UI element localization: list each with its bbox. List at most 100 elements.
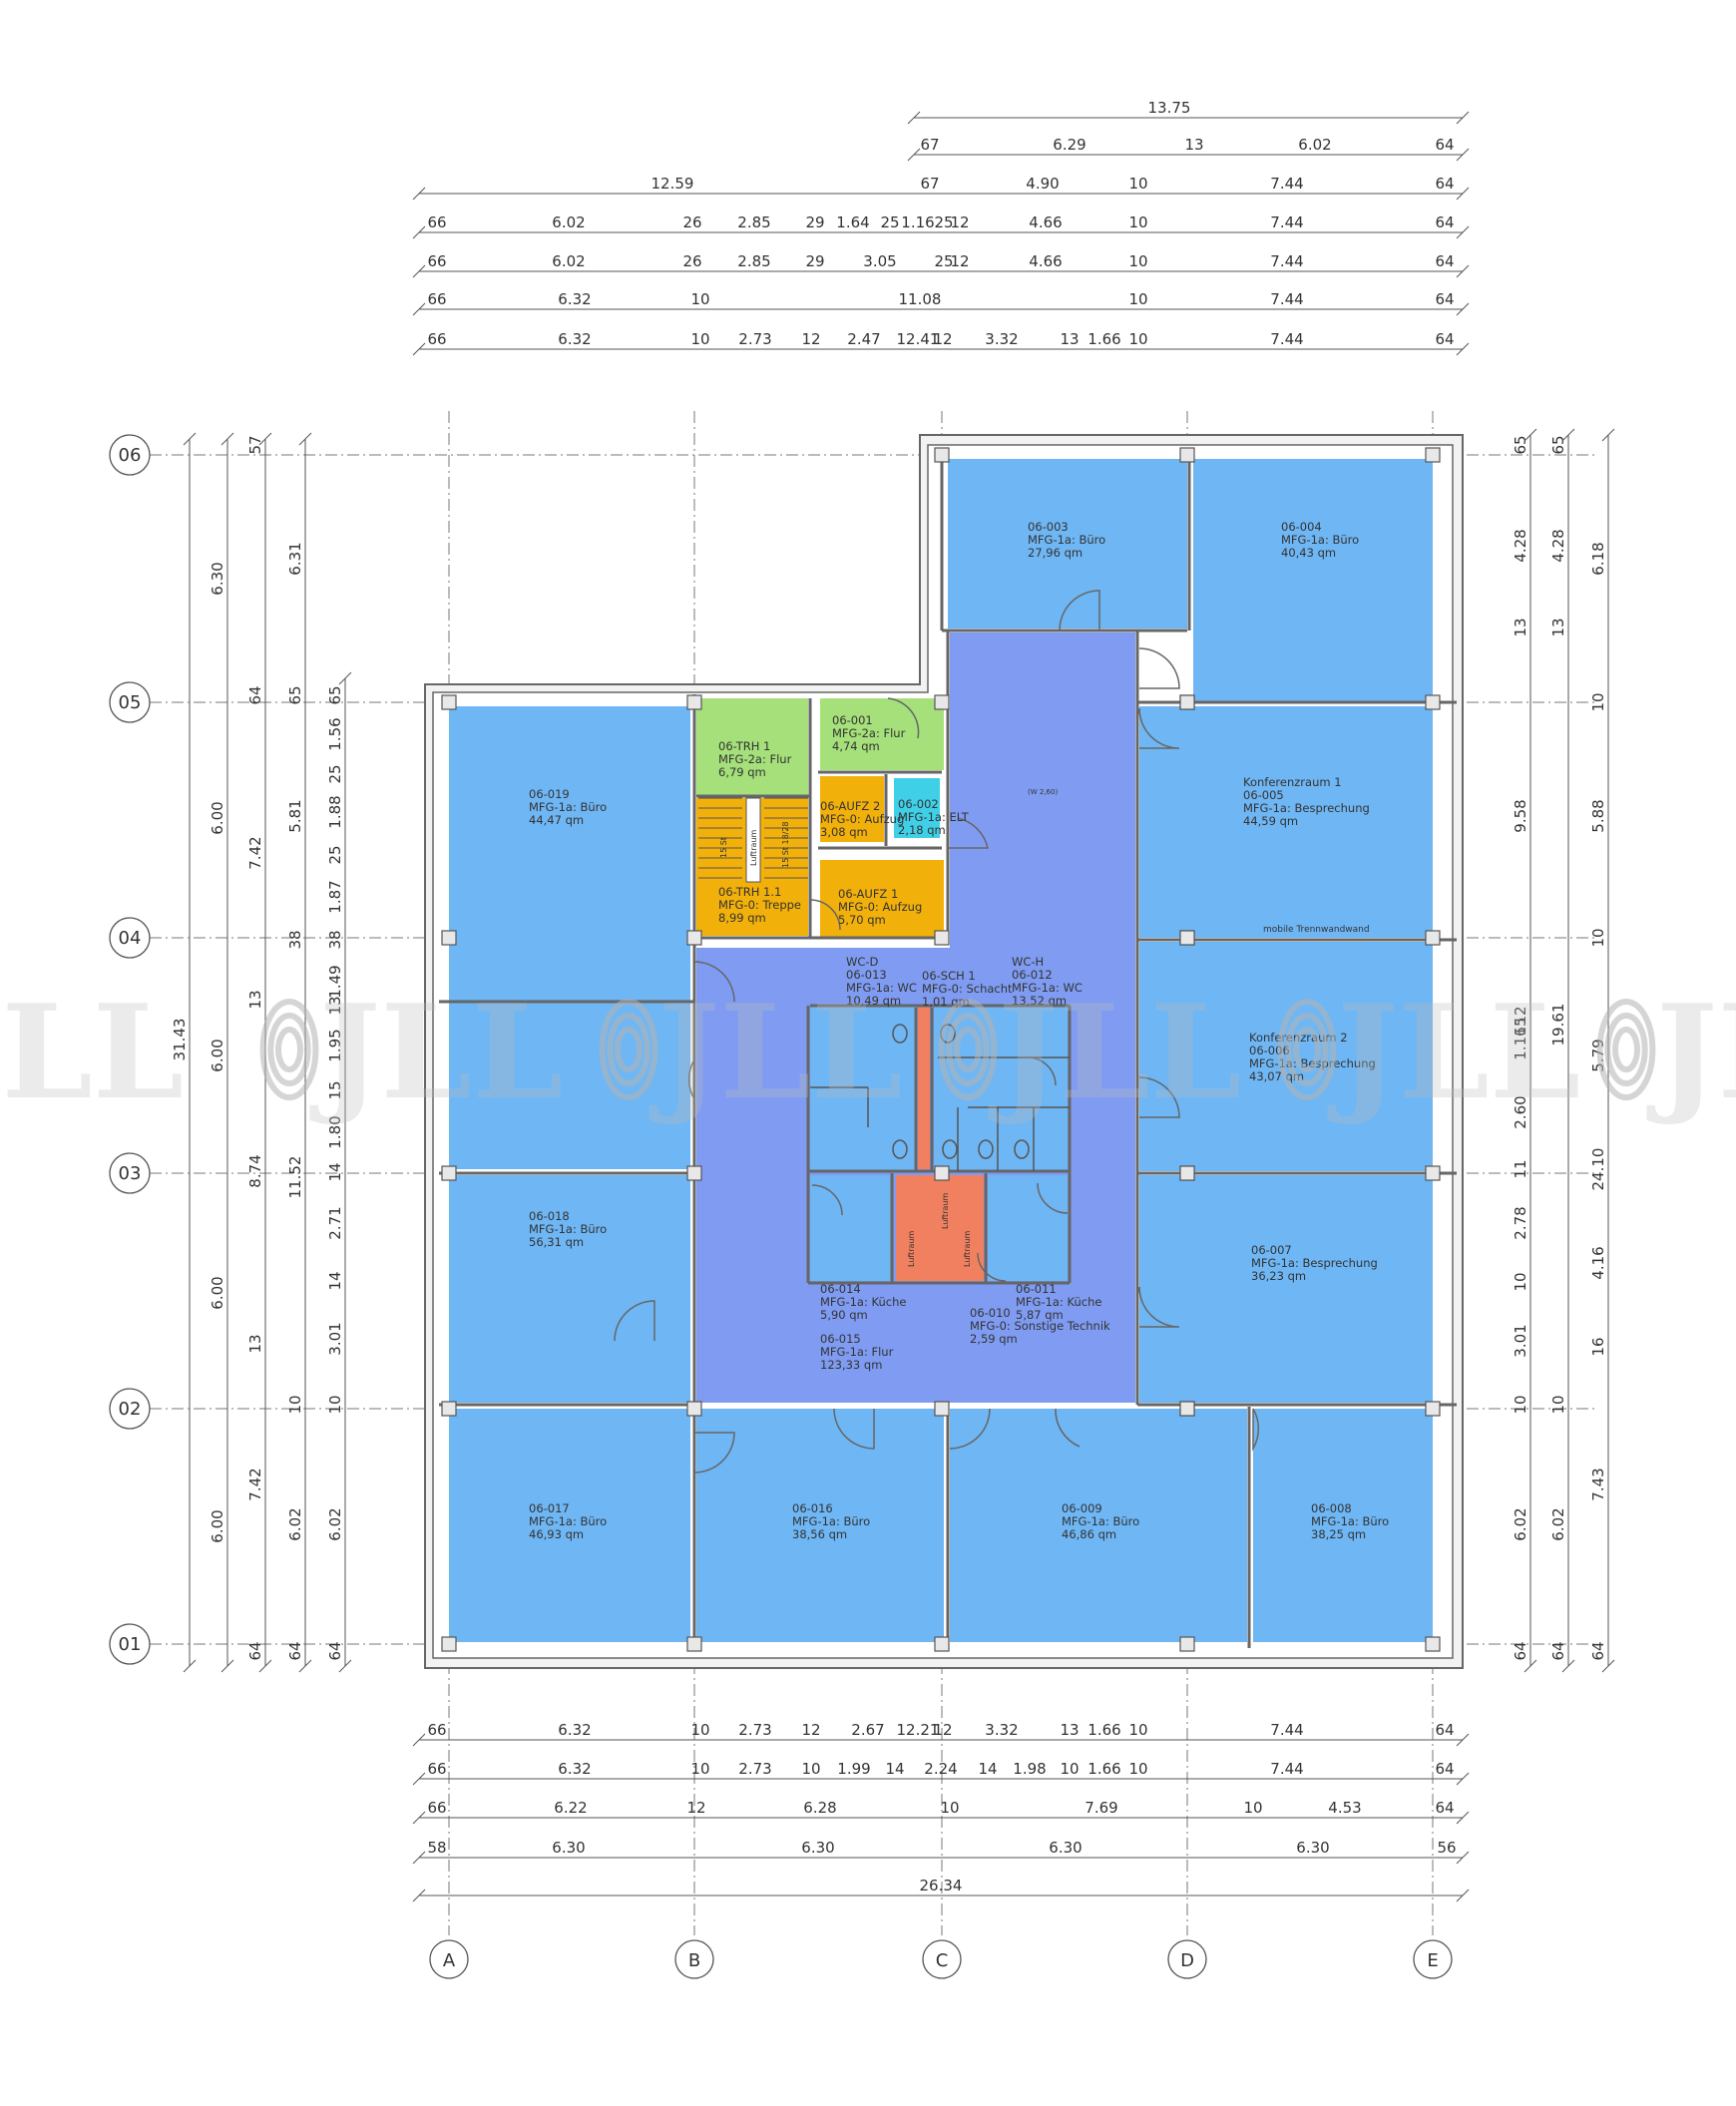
column bbox=[686, 930, 702, 946]
room-label-line: MFG-1a: Besprechung bbox=[1243, 801, 1370, 815]
dim-value: 13.75 bbox=[1148, 99, 1191, 117]
dim-value: 25 bbox=[326, 764, 344, 783]
dim-chain-top-0: 13.75 bbox=[907, 99, 1470, 125]
dim-value: 5.81 bbox=[286, 799, 304, 832]
dim-value: 4.53 bbox=[1328, 1799, 1361, 1817]
room-label-line: WC-D bbox=[846, 955, 879, 969]
room-06-004[interactable] bbox=[1193, 459, 1433, 702]
room-label-line: 06-SCH 1 bbox=[922, 969, 976, 983]
dim-value: 7.44 bbox=[1270, 252, 1303, 270]
room-label-line: MFG-0: Schacht bbox=[922, 982, 1013, 996]
dim-value: 2.85 bbox=[737, 252, 770, 270]
room-06-003[interactable] bbox=[948, 459, 1187, 629]
dim-value: 64 bbox=[326, 1641, 344, 1660]
dim-value: 2.73 bbox=[738, 1760, 771, 1778]
dim-value: 3.05 bbox=[863, 252, 896, 270]
dim-value: 31.43 bbox=[171, 1019, 189, 1061]
room-06-AUFZ-1[interactable] bbox=[820, 860, 944, 938]
axis-bubble-A: A bbox=[429, 1939, 469, 1979]
door-swing bbox=[1138, 1076, 1180, 1118]
room-06-018[interactable] bbox=[449, 1175, 690, 1403]
dim-value: 15 bbox=[326, 1080, 344, 1099]
column bbox=[934, 1165, 950, 1181]
dim-value: 10 bbox=[1243, 1799, 1262, 1817]
room-label-line: 06-007 bbox=[1251, 1243, 1292, 1257]
luftraum-label-1: Luftraum bbox=[749, 830, 758, 866]
room-label-line: 06-009 bbox=[1062, 1501, 1102, 1515]
room-label-line: WC-H bbox=[1012, 955, 1044, 969]
dim-value: 10 bbox=[1128, 1760, 1147, 1778]
dim-value: 7.43 bbox=[1589, 1468, 1607, 1500]
room-WC-D[interactable] bbox=[810, 1006, 916, 1171]
dim-value: 10 bbox=[1128, 213, 1147, 231]
luftraum-label-2: Luftraum bbox=[907, 1231, 916, 1267]
column bbox=[1425, 930, 1441, 946]
column bbox=[934, 930, 950, 946]
room-label-line: 06-010 bbox=[970, 1306, 1011, 1320]
axis-label: 01 bbox=[119, 1634, 142, 1655]
dim-value: 10 bbox=[1589, 928, 1607, 947]
room-06-005[interactable] bbox=[1139, 706, 1433, 938]
dim-value: 10 bbox=[1549, 1395, 1567, 1414]
dim-value: 25 bbox=[934, 213, 953, 231]
room-06-014[interactable] bbox=[810, 1175, 892, 1281]
dim-value: 3.01 bbox=[1512, 1324, 1529, 1357]
dim-value: 1.56 bbox=[326, 717, 344, 750]
room-06-019[interactable] bbox=[449, 706, 690, 1169]
watermark-text: JLL bbox=[309, 976, 563, 1128]
room-06-SCH-1[interactable] bbox=[918, 1006, 930, 1169]
room-label-line: MFG-1a: Büro bbox=[1028, 533, 1105, 547]
room-label-line: 5,70 qm bbox=[838, 913, 886, 927]
door-swing bbox=[1037, 1182, 1069, 1214]
room-label-line: 06-005 bbox=[1243, 788, 1284, 802]
room-06-011[interactable] bbox=[988, 1175, 1068, 1281]
dim-value: 2.78 bbox=[1512, 1206, 1529, 1239]
door-swing bbox=[1059, 590, 1100, 632]
room-06-008[interactable] bbox=[1253, 1409, 1433, 1642]
room-06-TRH-1[interactable] bbox=[696, 698, 808, 796]
dim-value: 6.02 bbox=[286, 1507, 304, 1540]
stair-steps-label-2: 15 St bbox=[719, 837, 728, 858]
dim-value: 29 bbox=[805, 213, 824, 231]
door-swing bbox=[693, 961, 735, 1003]
room-label-line: 38,56 qm bbox=[792, 1527, 847, 1541]
dim-value: 7.44 bbox=[1270, 290, 1303, 308]
dim-value: 14 bbox=[978, 1760, 997, 1778]
room-06-AUFZ-2[interactable] bbox=[820, 776, 884, 842]
room-06-002[interactable] bbox=[894, 778, 940, 838]
door-swing bbox=[687, 1058, 695, 1100]
dim-value: 67 bbox=[920, 136, 939, 154]
dim-value: 2.73 bbox=[738, 1721, 771, 1739]
room-06-010[interactable] bbox=[896, 1175, 984, 1281]
dim-value: 6.02 bbox=[1298, 136, 1331, 154]
dim-value: 66 bbox=[427, 1799, 446, 1817]
axis-bubble-02: 02 bbox=[109, 1388, 151, 1430]
door-swing bbox=[1055, 1408, 1081, 1448]
column bbox=[441, 1636, 457, 1652]
dim-value: 1.66 bbox=[1087, 1760, 1120, 1778]
dim-value: 66 bbox=[427, 290, 446, 308]
axis-label: C bbox=[936, 1950, 949, 1971]
stair-treads bbox=[698, 797, 808, 883]
room-06-001[interactable] bbox=[820, 698, 944, 770]
watermark-text: JLL bbox=[0, 976, 184, 1128]
room-06-017[interactable] bbox=[449, 1409, 690, 1642]
room-label-line: MFG-1a: WC bbox=[1012, 981, 1083, 995]
axis-label: 04 bbox=[119, 928, 142, 949]
room-label-line: 06-017 bbox=[529, 1501, 570, 1515]
dim-value: 6.02 bbox=[326, 1507, 344, 1540]
room-06-016[interactable] bbox=[696, 1409, 944, 1642]
column bbox=[1179, 1636, 1195, 1652]
room-06-009[interactable] bbox=[950, 1409, 1247, 1642]
door-swing bbox=[1252, 1408, 1260, 1452]
room-06-007[interactable] bbox=[1139, 1175, 1433, 1403]
dim-value: 11 bbox=[1512, 1159, 1529, 1178]
dim-value: 3.01 bbox=[326, 1322, 344, 1355]
column bbox=[934, 694, 950, 710]
jll-watermark: JLLJLLJLLJLLJLLJLL bbox=[0, 976, 1736, 1128]
dim-value: 1.49 bbox=[326, 965, 344, 998]
dim-value: 19.61 bbox=[1549, 1004, 1567, 1047]
